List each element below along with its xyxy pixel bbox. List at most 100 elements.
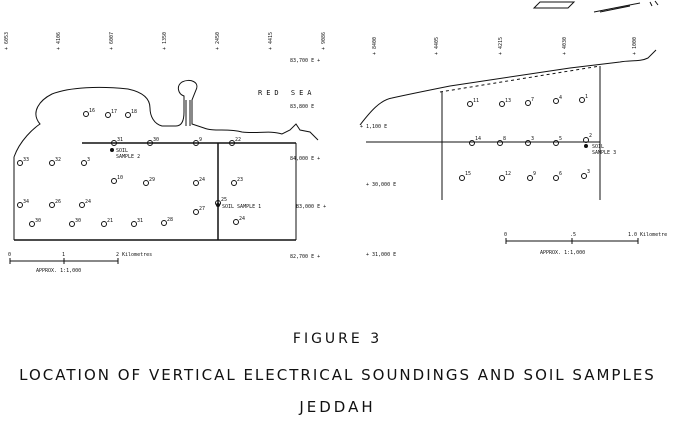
right-coord: 84,000 E + xyxy=(290,156,320,162)
ves-point xyxy=(581,173,587,179)
scale-tick: .5 xyxy=(570,232,576,238)
ves-point-id: 18 xyxy=(131,109,137,115)
ves-point xyxy=(79,202,85,208)
right-coord: 82,700 E + xyxy=(290,254,320,260)
ves-point xyxy=(215,200,221,206)
scale-tick: 1 xyxy=(62,252,65,258)
ves-point-id: 11 xyxy=(473,98,479,104)
ves-point-id: 3 xyxy=(87,157,90,163)
location-map-figure: + 6053 + 4106 + 6007 + 1350 + 2450 + 441… xyxy=(4,0,667,274)
ves-point-id: 30 xyxy=(35,218,41,224)
soil-sample-label: SAMPLE 2 xyxy=(116,154,140,160)
left-map: + 6053 + 4106 + 6007 + 1350 + 2450 + 441… xyxy=(4,32,327,274)
top-tick: + 9086 xyxy=(321,32,327,50)
ves-point-id: 13 xyxy=(505,98,511,104)
ves-point-id: 32 xyxy=(55,157,61,163)
top-tick: + 4405 xyxy=(434,37,440,55)
left-coord: + 30,000 E xyxy=(366,182,396,188)
ves-point-id: 15 xyxy=(465,171,471,177)
ves-point xyxy=(17,202,23,208)
ves-point-id: 17 xyxy=(111,109,117,115)
ves-point-id: 23 xyxy=(237,177,243,183)
ves-point-id: 7 xyxy=(531,97,534,103)
right-ves-points: 11 13 7 4 1 14 8 3 5 2 15 12 9 6 3 xyxy=(459,94,592,181)
ves-point-id: 25 xyxy=(221,197,227,203)
ves-point-id: 30 xyxy=(153,137,159,143)
ves-point-id: 29 xyxy=(149,177,155,183)
top-tick: + 6007 xyxy=(109,32,115,50)
ves-point xyxy=(525,140,531,146)
ves-point-id: 9 xyxy=(533,171,536,177)
right-scale-bar: 0 .5 1.0 Kilometre APPROX. 1:1,000 xyxy=(504,232,667,256)
ves-point xyxy=(553,98,559,104)
figure-label: FIGURE 3 xyxy=(292,331,383,347)
ves-point xyxy=(499,101,505,107)
top-tick: + 1350 xyxy=(162,32,168,50)
top-tick: + 4215 xyxy=(498,37,504,55)
ves-point xyxy=(83,111,89,117)
ves-point xyxy=(131,221,137,227)
left-inlet xyxy=(185,100,191,126)
scale-tick: 2 Kilometres xyxy=(116,252,152,258)
ves-point xyxy=(231,180,237,186)
left-coastline xyxy=(13,79,319,158)
ves-point xyxy=(553,175,559,181)
ves-point xyxy=(69,221,75,227)
ves-point-id: 3 xyxy=(587,169,590,175)
ves-point-id: 22 xyxy=(235,137,241,143)
right-coord: 83,800 E xyxy=(290,104,314,110)
ves-point xyxy=(29,221,35,227)
ves-point xyxy=(49,202,55,208)
ves-point xyxy=(161,220,167,226)
top-tick: + 6053 xyxy=(4,32,10,50)
ves-point-id: 26 xyxy=(55,199,61,205)
ves-point xyxy=(553,140,559,146)
ves-point xyxy=(579,97,585,103)
top-tick: + 8400 xyxy=(372,37,378,55)
scale-label: APPROX. 1:1,000 xyxy=(540,250,585,256)
ves-point xyxy=(193,209,199,215)
ves-point xyxy=(49,160,55,166)
ves-point-id: 24 xyxy=(199,177,205,183)
ves-point xyxy=(125,112,131,118)
ves-point-id: 28 xyxy=(167,217,173,223)
ves-point-id: 31 xyxy=(117,137,123,143)
ves-point-id: 16 xyxy=(89,108,95,114)
ves-point-id: 31 xyxy=(137,218,143,224)
ves-point-id: 30 xyxy=(75,218,81,224)
left-ves-points: 16 17 18 31 30 9 22 33 32 3 10 29 24 23 … xyxy=(17,108,245,227)
left-coord: + 1,100 E xyxy=(360,124,387,130)
ves-point-id: 2 xyxy=(589,133,592,139)
ves-point-id: 6 xyxy=(559,171,562,177)
ves-point xyxy=(583,137,589,143)
top-tick: + 4030 xyxy=(562,37,568,55)
ves-point-id: 27 xyxy=(199,206,205,212)
ves-point-id: 8 xyxy=(503,136,506,142)
ves-point xyxy=(525,100,531,106)
ves-point xyxy=(527,175,533,181)
ves-point-id: 9 xyxy=(199,137,202,143)
ves-point-id: 10 xyxy=(117,175,123,181)
ves-point-id: 3 xyxy=(531,136,534,142)
ves-point xyxy=(111,178,117,184)
corner-mark xyxy=(532,0,659,13)
ves-point xyxy=(459,175,465,181)
top-tick: + 2450 xyxy=(215,32,221,50)
sea-label: RED SEA xyxy=(258,89,316,97)
soil-sample-marker xyxy=(110,148,114,152)
ves-point-id: 4 xyxy=(559,95,562,101)
top-tick: + 4415 xyxy=(268,32,274,50)
ves-point xyxy=(193,140,199,146)
ves-point xyxy=(143,180,149,186)
soil-sample-label: SOIL xyxy=(592,144,604,150)
figure-title: LOCATION OF VERTICAL ELECTRICAL SOUNDING… xyxy=(19,366,656,384)
scale-tick: 0 xyxy=(8,252,11,258)
ves-point-id: 34 xyxy=(23,199,29,205)
ves-point xyxy=(193,180,199,186)
right-coord: 83,000 E + xyxy=(296,204,326,210)
soil-sample-marker xyxy=(584,144,588,148)
ves-point xyxy=(229,140,235,146)
left-coord: + 31,000 E xyxy=(366,252,396,258)
right-top-ticks: + 8400 + 4405 + 4215 + 4030 + 1000 xyxy=(372,37,638,55)
ves-point xyxy=(17,160,23,166)
